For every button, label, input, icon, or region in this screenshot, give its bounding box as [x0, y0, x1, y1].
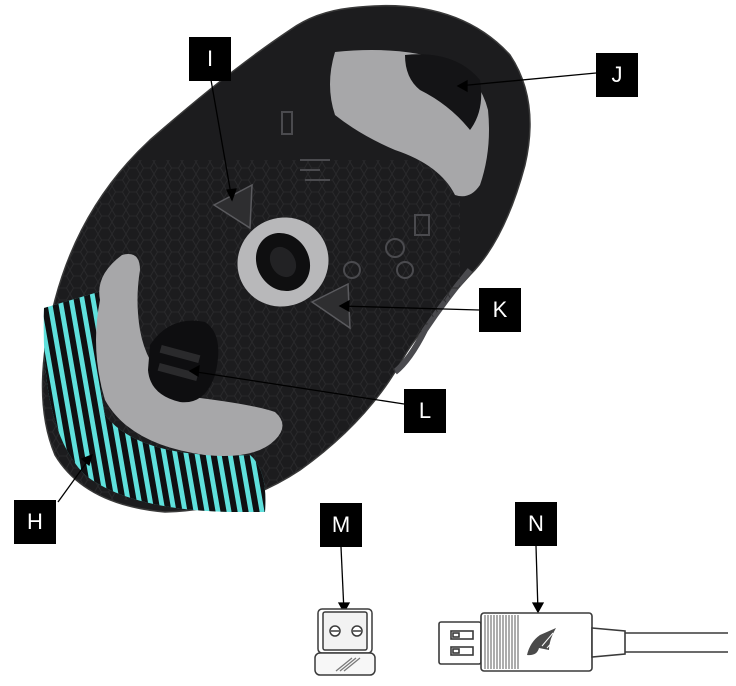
mouse-underside	[20, 6, 530, 520]
callout-label-i: I	[189, 37, 231, 81]
callout-label-m: M	[320, 503, 362, 547]
callout-label-l: L	[404, 389, 446, 433]
callout-label-h: H	[14, 500, 56, 544]
callout-label-n: N	[515, 502, 557, 546]
callout-label-k: K	[479, 288, 521, 332]
callout-label-j: J	[596, 53, 638, 97]
usb-cable	[439, 613, 728, 671]
usb-receiver-dongle	[315, 609, 375, 675]
